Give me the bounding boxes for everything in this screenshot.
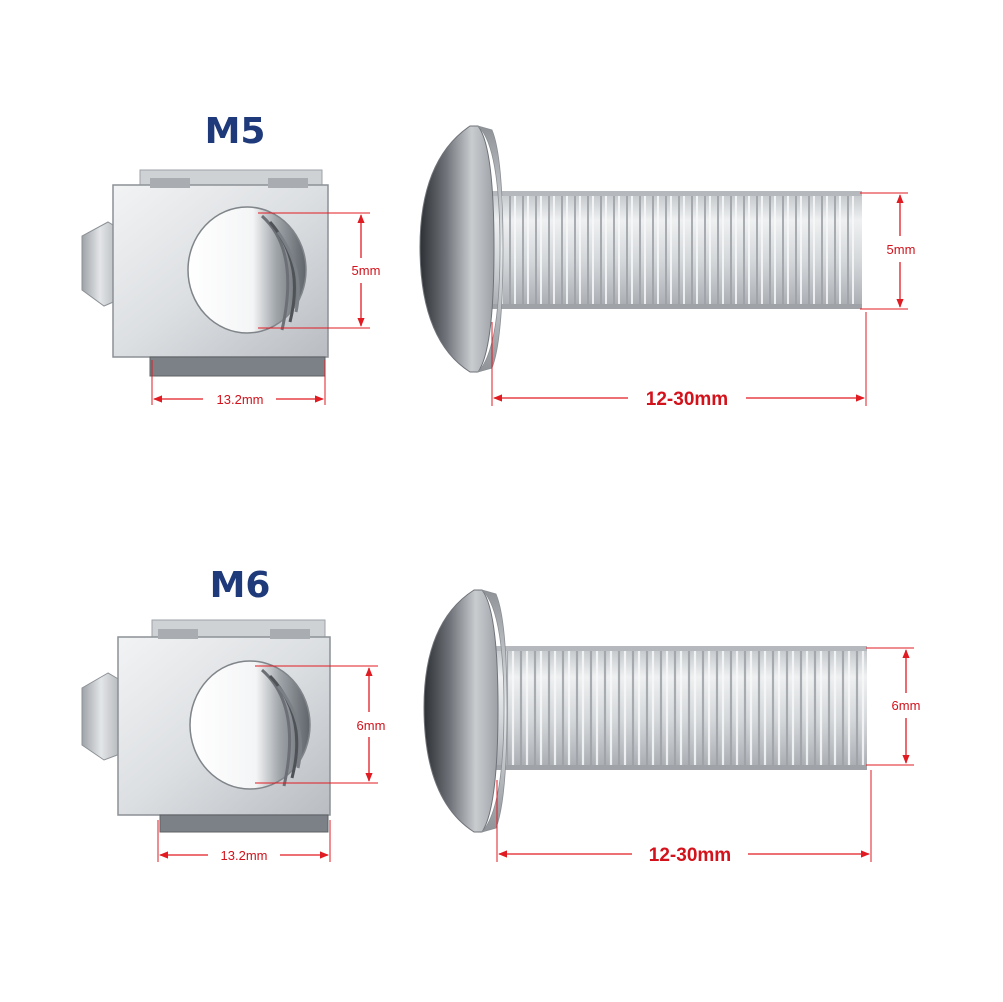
- m5-group: M5 5mm 13.2mm: [81, 111, 916, 410]
- mushroom-head-screw-icon: [423, 589, 867, 833]
- m6-screw-diameter-label: 6mm: [892, 698, 921, 713]
- m5-screw-length-dimension: 12-30mm: [491, 312, 867, 410]
- mushroom-head-screw-icon: [419, 125, 862, 373]
- m5-title: M5: [205, 111, 266, 152]
- m5-width-dimension: 13.2mm: [151, 360, 326, 407]
- cage-nut-icon: [81, 169, 329, 377]
- m5-screw-diameter-dimension: 5mm: [860, 192, 916, 310]
- m6-title: M6: [210, 565, 271, 606]
- m6-screw-length-dimension: 12-30mm: [496, 770, 872, 866]
- m5-screw-diameter-label: 5mm: [887, 242, 916, 257]
- m6-group: M6 6mm 13.2mm: [81, 565, 921, 866]
- m5-cage-nut-hole-label: 5mm: [352, 263, 381, 278]
- m6-screw-diameter-dimension: 6mm: [866, 647, 921, 766]
- cage-nut-icon: [81, 619, 331, 833]
- m5-screw-length-label: 12-30mm: [646, 389, 728, 410]
- m6-cage-nut-hole-label: 6mm: [357, 718, 386, 733]
- m6-hole-dimension: 6mm: [255, 665, 386, 784]
- m5-hole-dimension: 5mm: [258, 212, 381, 329]
- m5-cage-nut-width-label: 13.2mm: [217, 392, 264, 407]
- m6-cage-nut-width-label: 13.2mm: [221, 848, 268, 863]
- m6-width-dimension: 13.2mm: [157, 820, 331, 863]
- m6-screw-length-label: 12-30mm: [649, 845, 731, 866]
